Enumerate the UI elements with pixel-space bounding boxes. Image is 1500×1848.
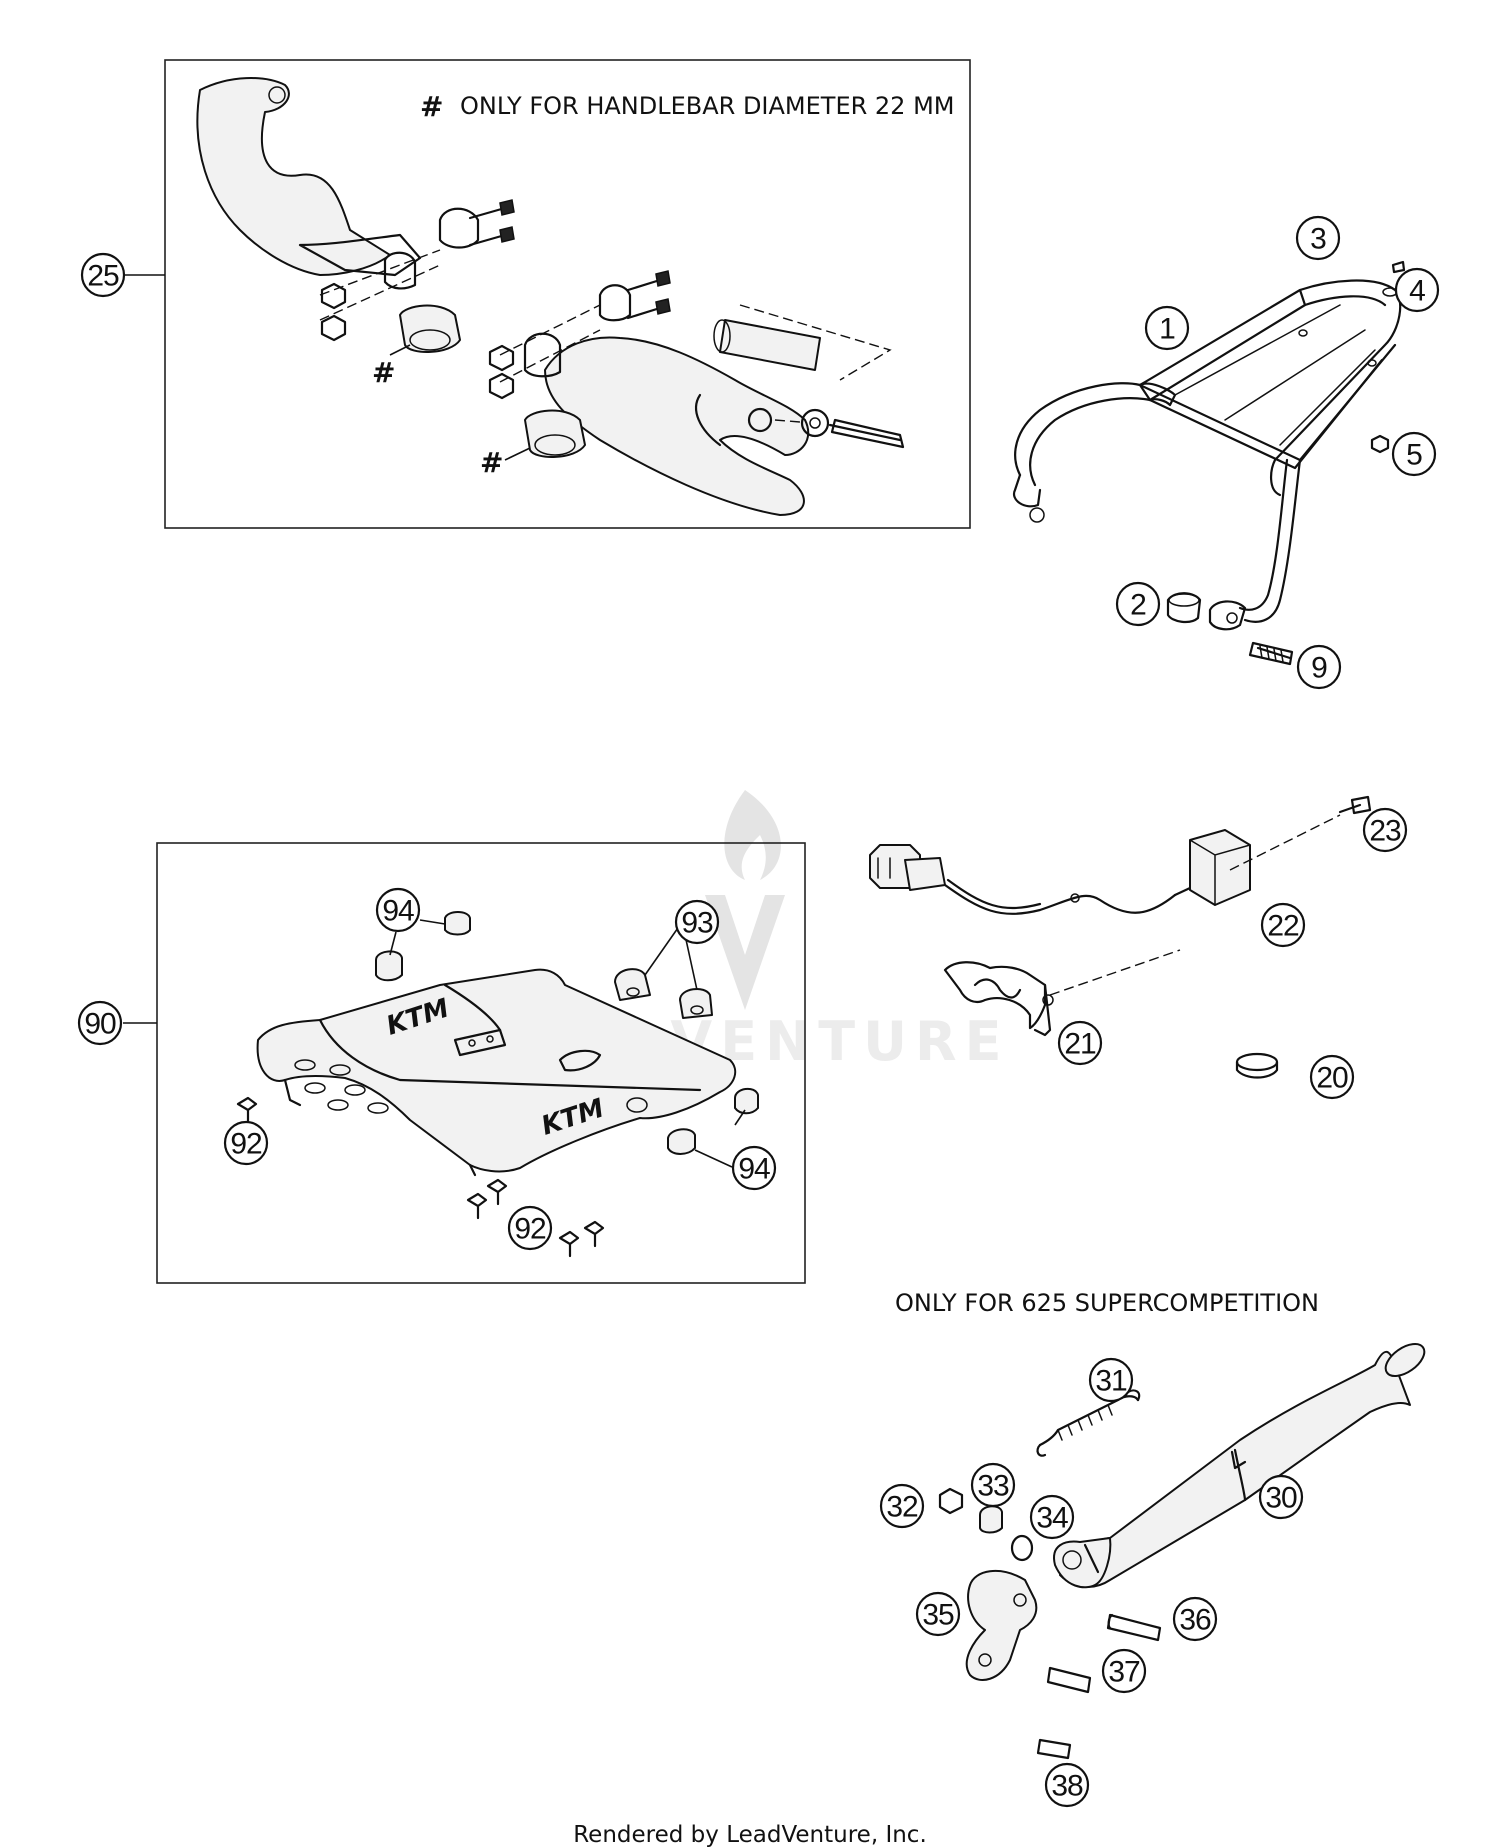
sensor-assembly-drawing: [869, 795, 1372, 1079]
callout-23: 23: [1362, 807, 1408, 853]
callout-90: 90: [77, 1000, 123, 1046]
svg-text:36: 36: [1179, 1604, 1211, 1637]
callout-36: 36: [1172, 1596, 1218, 1642]
svg-text:5: 5: [1406, 439, 1422, 472]
svg-text:25: 25: [87, 260, 119, 293]
svg-text:1: 1: [1159, 313, 1175, 346]
side-stand-drawing: [938, 1343, 1426, 1760]
handguard-box: [164, 59, 971, 529]
skid-plate-hardware-drawing: [236, 911, 759, 1258]
callout-25: 25: [80, 252, 126, 298]
hash-marker-left: #: [372, 356, 395, 389]
callout-34: 34: [1029, 1494, 1075, 1540]
svg-text:94: 94: [382, 895, 414, 928]
callout-9: 9: [1296, 644, 1342, 690]
callout-93: 93: [674, 899, 720, 945]
callout-4: 4: [1394, 267, 1440, 313]
callout-33: 33: [970, 1462, 1016, 1508]
svg-text:30: 30: [1265, 1482, 1297, 1515]
callout-94-upper: 94: [375, 887, 421, 933]
svg-text:38: 38: [1051, 1770, 1083, 1803]
hash-marker-right: #: [480, 446, 503, 479]
callout-2: 2: [1115, 581, 1161, 627]
callout-30: 30: [1258, 1474, 1304, 1520]
svg-text:23: 23: [1369, 815, 1401, 848]
hash-note-symbol: #: [420, 90, 443, 123]
svg-text:22: 22: [1267, 910, 1299, 943]
rack-hardware-drawing: [1166, 260, 1406, 666]
callout-92-bottom: 92: [507, 1205, 553, 1251]
callout-38: 38: [1044, 1762, 1090, 1808]
callout-3: 3: [1295, 215, 1341, 261]
svg-text:2: 2: [1130, 589, 1146, 622]
svg-text:33: 33: [977, 1470, 1009, 1503]
skid-plate-drawing: KTM KTM: [256, 968, 737, 1177]
callout-5: 5: [1391, 431, 1437, 477]
left-hand-guard-drawing: [196, 77, 515, 356]
callout-31: 31: [1088, 1357, 1134, 1403]
callout-32: 32: [879, 1483, 925, 1529]
svg-text:90: 90: [84, 1008, 116, 1041]
svg-text:32: 32: [886, 1491, 918, 1524]
luggage-rack-drawing: [1012, 279, 1402, 631]
svg-text:92: 92: [230, 1128, 262, 1161]
svg-text:20: 20: [1316, 1062, 1348, 1095]
handlebar-note: ONLY FOR HANDLEBAR DIAMETER 22 MM: [460, 92, 955, 120]
svg-text:37: 37: [1108, 1656, 1140, 1689]
svg-text:92: 92: [514, 1213, 546, 1246]
svg-text:35: 35: [922, 1599, 954, 1632]
svg-text:93: 93: [681, 907, 713, 940]
callout-21: 21: [1057, 1020, 1103, 1066]
svg-text:3: 3: [1310, 223, 1326, 256]
svg-text:94: 94: [738, 1153, 770, 1186]
callout-20: 20: [1309, 1054, 1355, 1100]
callout-35: 35: [915, 1591, 961, 1637]
footer-credit: Rendered by LeadVenture, Inc.: [573, 1822, 927, 1848]
svg-text:31: 31: [1095, 1365, 1127, 1398]
right-hand-guard-drawing: [488, 270, 905, 516]
svg-text:9: 9: [1311, 652, 1327, 685]
supercompetition-note: ONLY FOR 625 SUPERCOMPETITION: [895, 1289, 1319, 1317]
callout-22: 22: [1260, 902, 1306, 948]
callout-94-lower: 94: [731, 1145, 777, 1191]
callout-92-left: 92: [223, 1120, 269, 1166]
callout-1: 1: [1144, 305, 1190, 351]
svg-text:4: 4: [1409, 275, 1425, 308]
callout-37: 37: [1101, 1648, 1147, 1694]
svg-text:21: 21: [1064, 1028, 1096, 1061]
skid-plate-box: [156, 842, 806, 1284]
svg-text:34: 34: [1036, 1502, 1068, 1535]
